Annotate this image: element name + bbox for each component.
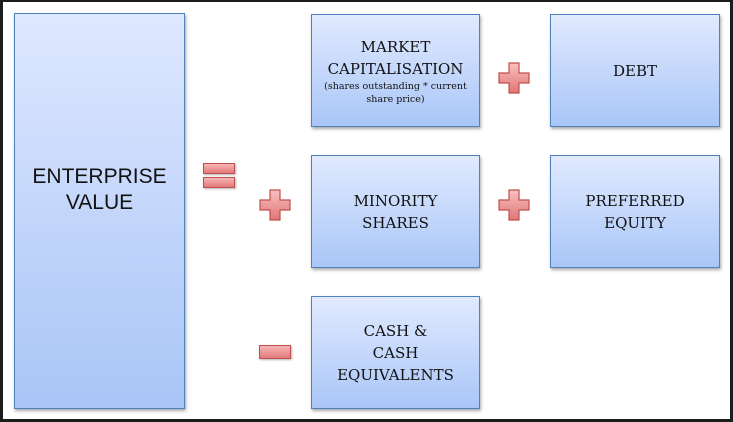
plus-icon <box>498 189 530 221</box>
market-cap-box: MARKET CAPITALISATION (shares outstandin… <box>311 14 480 127</box>
minority-line1: MINORITY <box>353 191 438 210</box>
cash-line2: CASH EQUIVALENTS <box>337 343 454 384</box>
minority-line2: SHARES <box>362 213 429 232</box>
equals-icon <box>203 163 235 189</box>
ev-line1: ENTERPRISE <box>32 165 167 188</box>
preferred-line1: PREFERRED <box>585 191 685 210</box>
plus-icon <box>259 189 291 221</box>
market-cap-sub2: share price) <box>366 93 425 105</box>
enterprise-value-box: ENTERPRISE VALUE <box>14 13 185 409</box>
minority-shares-box: MINORITY SHARES <box>311 155 480 268</box>
cash-line1: CASH & <box>363 321 428 340</box>
plus-icon <box>498 62 530 94</box>
cash-box: CASH & CASH EQUIVALENTS <box>311 296 480 409</box>
debt-box: DEBT <box>550 14 720 127</box>
preferred-line2: EQUITY <box>604 213 666 232</box>
preferred-equity-box: PREFERRED EQUITY <box>550 155 720 268</box>
ev-line2: VALUE <box>65 191 134 214</box>
debt-label: DEBT <box>612 61 657 80</box>
minus-icon <box>259 345 291 359</box>
market-cap-line2: CAPITALISATION <box>327 59 464 78</box>
market-cap-sub1: (shares outstanding * current <box>324 80 467 92</box>
market-cap-line1: MARKET <box>360 37 431 56</box>
diagram-canvas: ENTERPRISE VALUE MARKET CAPITALISATION (… <box>3 2 730 419</box>
